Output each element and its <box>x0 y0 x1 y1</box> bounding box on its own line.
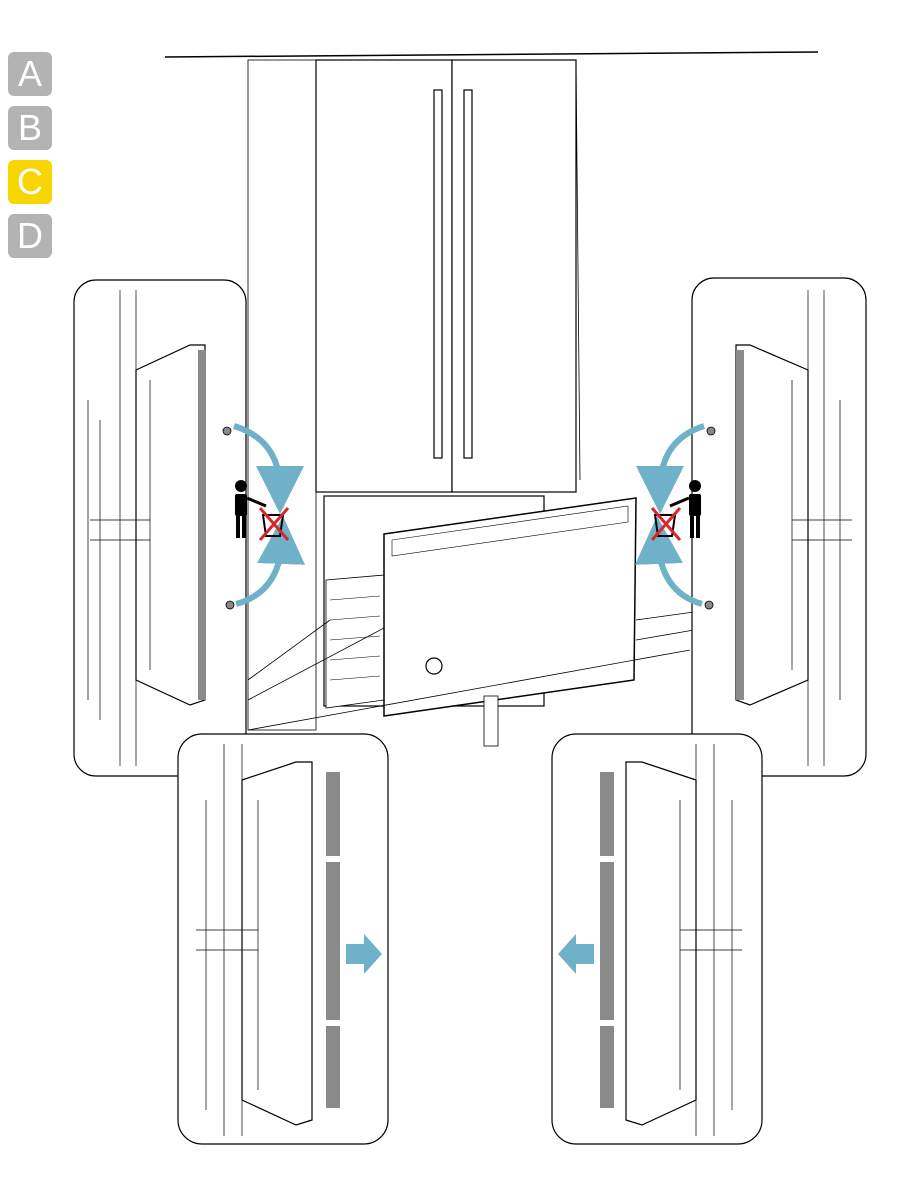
handle-left <box>434 90 442 458</box>
screw-icon <box>226 601 234 609</box>
freezer-basket <box>326 575 384 708</box>
detail-panel-left-bottom <box>178 734 388 1144</box>
refrigerator-left-door <box>316 60 452 492</box>
refrigerator <box>248 60 694 746</box>
door-gasket-strip <box>600 772 614 1108</box>
screw-icon <box>223 427 231 435</box>
crossed-trash-bin-icon <box>652 508 680 540</box>
screw-icon <box>707 427 715 435</box>
drawer-knob <box>426 658 442 674</box>
detail-panel-right-bottom <box>552 734 762 1144</box>
door-gasket-strip <box>326 772 340 1108</box>
cabinet-left-wall <box>248 60 316 730</box>
screw-icon <box>705 601 713 609</box>
person-discard-icon <box>670 480 701 538</box>
support-leg <box>484 696 498 746</box>
handle-right <box>464 90 472 458</box>
detail-panel-right-top <box>652 278 866 776</box>
ceiling-line <box>165 52 818 57</box>
